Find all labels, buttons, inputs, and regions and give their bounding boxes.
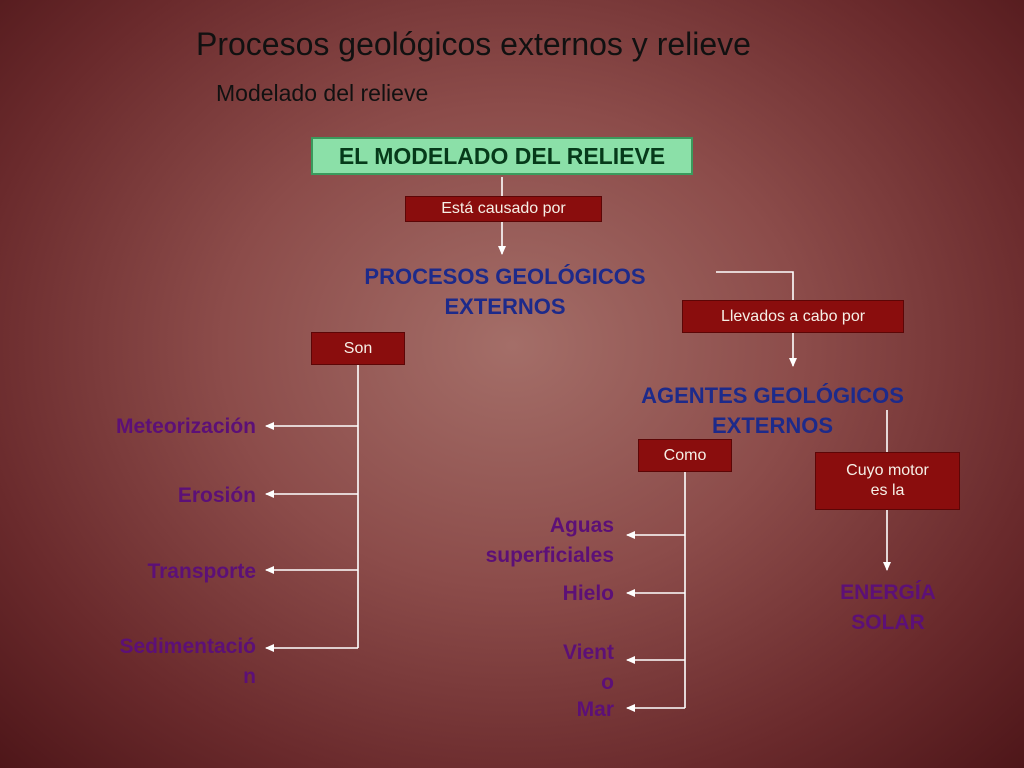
agent-viento-line-2: o — [601, 671, 614, 694]
energy-concept: ENERGÍA SOLAR — [808, 578, 968, 638]
agents-line-1: AGENTES GEOLÓGICOS — [641, 383, 904, 408]
link-motor-line-1: Cuyo motor — [846, 462, 929, 479]
process-sedimentacion: Sedimentació n — [60, 632, 256, 692]
link-motor-line-2: es la — [870, 482, 905, 499]
agent-aguas-line-1: Aguas — [549, 514, 614, 537]
slide-title: Procesos geológicos externos y relieve — [196, 26, 751, 62]
link-motor: Cuyo motor es la — [815, 452, 960, 510]
processes-line-1: PROCESOS GEOLÓGICOS — [364, 264, 646, 289]
process-erosion: Erosión — [177, 484, 256, 507]
agent-hielo: Hielo — [562, 582, 614, 605]
agent-mar: Mar — [576, 698, 614, 721]
process-transporte: Transporte — [147, 560, 256, 583]
energy-line-2: SOLAR — [851, 611, 925, 634]
processes-line-2: EXTERNOS — [444, 294, 566, 319]
connector-processes-to-link — [716, 271, 794, 300]
process-sedimentacion-line-2: n — [243, 665, 256, 688]
energy-line-1: ENERGÍA — [840, 581, 936, 604]
process-meteorizacion: Meteorización — [115, 415, 256, 438]
processes-concept: PROCESOS GEOLÓGICOS EXTERNOS — [330, 262, 680, 322]
link-como: Como — [638, 439, 732, 472]
slide-subtitle: Modelado del relieve — [216, 80, 429, 106]
link-caused-by: Está causado por — [405, 196, 602, 222]
link-son: Son — [311, 332, 405, 365]
process-sedimentacion-line-1: Sedimentació — [119, 635, 256, 658]
agent-aguas-line-2: superficiales — [485, 544, 614, 567]
agent-aguas-superficiales: Aguas superficiales — [420, 511, 614, 571]
agent-viento: Vient o — [420, 638, 614, 698]
root-concept-box: EL MODELADO DEL RELIEVE — [311, 137, 693, 175]
agents-line-2: EXTERNOS — [711, 413, 834, 438]
agent-viento-line-1: Vient — [563, 641, 614, 664]
agents-concept: AGENTES GEOLÓGICOS EXTERNOS — [600, 381, 945, 441]
link-carried-by: Llevados a cabo por — [682, 300, 904, 333]
